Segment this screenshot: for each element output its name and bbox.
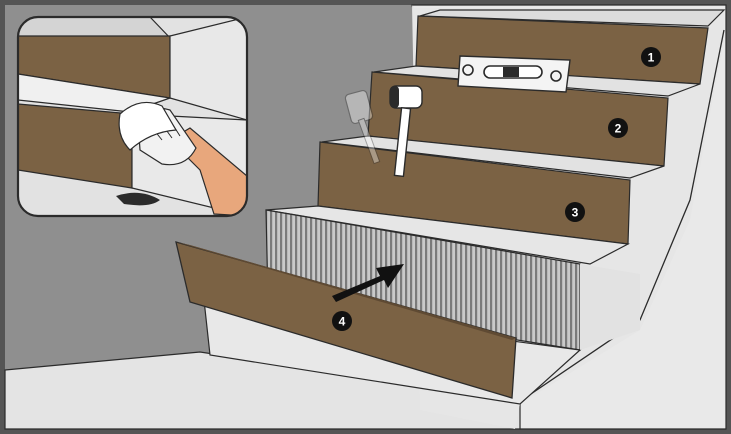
step-number-4: 4: [339, 315, 346, 329]
step-number-3: 3: [572, 206, 579, 220]
step-number-1: 1: [648, 51, 655, 65]
spirit-level-icon: [458, 56, 570, 92]
step-number-2: 2: [615, 122, 622, 136]
detail-inset: [18, 17, 247, 216]
step-marker-3: 3: [565, 202, 585, 222]
step-marker-4: 4: [332, 311, 352, 331]
step-marker-2: 2: [608, 118, 628, 138]
step-marker-1: 1: [641, 47, 661, 67]
